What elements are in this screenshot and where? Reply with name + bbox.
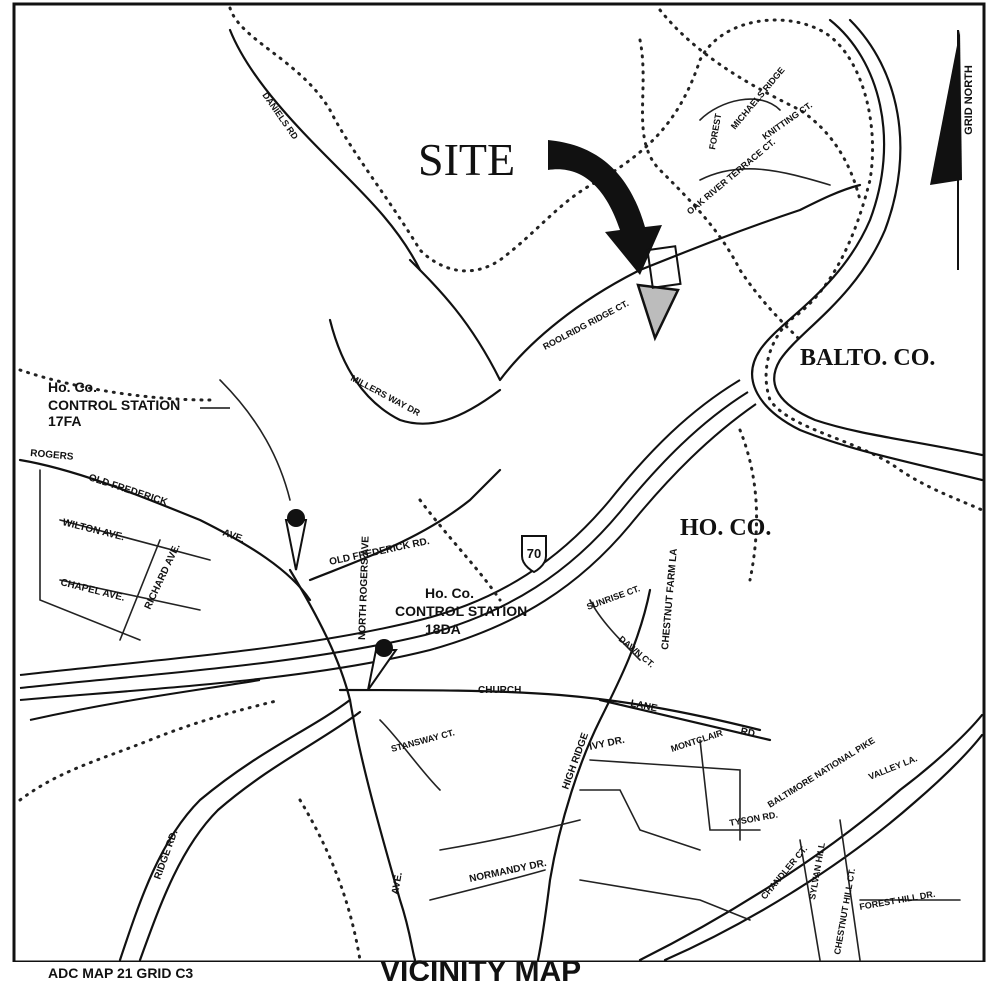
- street-sunrise: SUNRISE CT.: [585, 583, 641, 612]
- local-road-8: [439, 819, 581, 851]
- local-road-16: [219, 379, 291, 501]
- control-station-17fa-label: Ho. Co. CONTROL STATION 17FA: [48, 379, 180, 429]
- street-montclair: MONTCLAIR: [670, 728, 725, 754]
- street-forest-hill: FOREST HILL DR.: [859, 889, 936, 912]
- street-stanway: STANSWAY CT.: [390, 727, 456, 754]
- station-17fa-line1: Ho. Co.: [48, 379, 97, 395]
- local-road-7: [699, 739, 761, 831]
- local-road-5: [589, 759, 741, 841]
- ridge-road-south-2: [138, 710, 362, 962]
- local-road-2: [59, 519, 211, 561]
- interstate-70-line-1: [19, 379, 741, 676]
- baltimore-national-pike-2: [663, 733, 984, 962]
- street-old-frederick-2: OLD FREDERICK RD.: [328, 536, 430, 568]
- millers-way-road: [328, 318, 502, 425]
- old-frederick-rd: [308, 468, 502, 582]
- street-church: CHURCH: [478, 685, 521, 696]
- footer-strip: [0, 962, 989, 981]
- street-chapel: CHAPEL AVE.: [59, 577, 126, 604]
- local-road-3: [59, 579, 201, 611]
- local-road-14: [589, 599, 641, 661]
- local-road-10: [579, 879, 751, 921]
- street-frederick-ave: AVE.: [221, 527, 246, 545]
- street-forest: FOREST: [707, 112, 723, 150]
- street-daniels: DANIELS RD: [260, 90, 300, 141]
- street-knitting: KNITTING CT.: [760, 100, 814, 142]
- footer-title: VICINITY MAP: [380, 955, 581, 981]
- station-17fa-line3: 17FA: [48, 413, 81, 429]
- ho-co-label: HO. CO.: [680, 515, 771, 541]
- street-old-frederick-1: OLD FREDERICK: [87, 472, 169, 508]
- site-label: SITE: [418, 134, 515, 185]
- creek-mid: [418, 498, 502, 602]
- north-arrow: [930, 30, 962, 185]
- street-wilton: WILTON AVE.: [61, 517, 126, 543]
- local-road-1: [39, 469, 141, 641]
- street-lane: LANE: [629, 698, 658, 714]
- street-avenue: AVE.: [390, 871, 405, 895]
- boundary-east-branch: [658, 8, 862, 202]
- boundary-creek: [638, 38, 802, 342]
- ridge-road-north: [408, 183, 862, 382]
- street-oak-river: OAK RIVER TERRACE CT.: [685, 137, 777, 217]
- church-lane: [338, 688, 762, 732]
- control-station-18da-dot: [375, 639, 393, 657]
- station-18da-line1: Ho. Co.: [425, 585, 474, 601]
- baltimore-national-pike-1: [638, 713, 984, 962]
- creek-west: [18, 368, 212, 402]
- ridge-road-south: [118, 698, 352, 962]
- station-18da-line3: 18DA: [425, 621, 461, 637]
- local-road-18: [699, 168, 831, 186]
- local-road-4: [119, 539, 161, 641]
- interstate-70-line-3: [19, 403, 757, 701]
- site-arrow: [548, 140, 662, 275]
- creek-south-1: [18, 698, 282, 802]
- street-ivy: IVY DR.: [588, 735, 626, 753]
- church-lane-2: [598, 698, 772, 742]
- station-18da-line2: CONTROL STATION: [395, 603, 527, 619]
- local-road-9: [429, 869, 546, 901]
- street-rogers: ROGERS: [30, 448, 74, 463]
- frederick-ave: [18, 458, 312, 602]
- interstate-70-shield: 70: [521, 535, 547, 574]
- control-station-18da-label: Ho. Co. CONTROL STATION 18DA: [395, 585, 527, 637]
- daniels-road: [228, 28, 422, 272]
- local-road-11: [799, 839, 821, 961]
- street-chandler: CHANDLER CT.: [759, 844, 809, 901]
- street-valley: VALLEY LA.: [867, 753, 919, 782]
- county-boundary-north: [228, 6, 984, 512]
- street-richard: RICHARD AVE.: [143, 542, 183, 611]
- street-tyson: TYSON RD.: [729, 810, 779, 828]
- high-ridge-road: [536, 588, 652, 962]
- local-road-6: [579, 789, 701, 851]
- footer-grid-ref: ADC MAP 21 GRID C3: [48, 965, 193, 981]
- local-road-12: [839, 819, 861, 961]
- street-ridge-rd: RIDGE RD.: [152, 829, 180, 882]
- street-north-rogers: NORTH ROGERS AVE: [357, 536, 372, 641]
- street-rd-right: RD.: [739, 726, 758, 740]
- street-chestnut: CHESTNUT FARM LA: [660, 548, 680, 650]
- interstate-70-line-4: [29, 679, 261, 721]
- local-road-15: [379, 719, 441, 791]
- interstate-shield-label: 70: [527, 546, 541, 561]
- river-line-2: [773, 18, 984, 457]
- river-line-1: [751, 18, 984, 482]
- local-road-17: [699, 98, 781, 121]
- creek-south-2: [298, 798, 362, 962]
- street-baltimore-national: BALTIMORE NATIONAL PIKE: [766, 735, 877, 809]
- creek-east: [738, 428, 759, 582]
- site-parcel: [636, 283, 680, 342]
- north-label: GRID NORTH: [963, 65, 975, 135]
- control-station-17fa-dot: [287, 509, 305, 527]
- street-high-ridge: HIGH RIDGE: [560, 731, 591, 791]
- station-17fa-line2: CONTROL STATION: [48, 397, 180, 413]
- site-outline: [646, 245, 682, 289]
- balto-co-label: BALTO. CO.: [800, 345, 935, 371]
- control-station-17fa-marker: [284, 519, 308, 571]
- interstate-70-line-2: [19, 391, 749, 689]
- rogers-ave: [288, 568, 417, 962]
